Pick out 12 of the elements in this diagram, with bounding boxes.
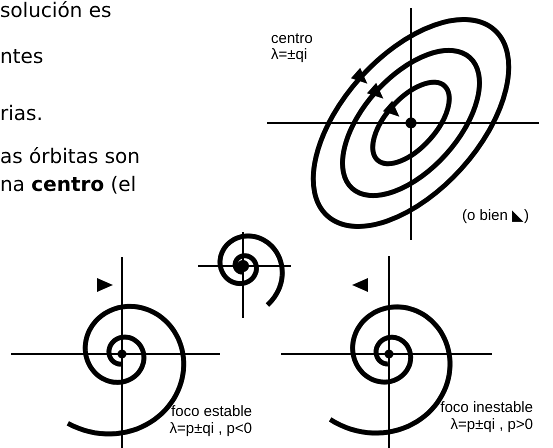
body-text: rias.	[0, 103, 43, 123]
portrait-label: centro	[271, 31, 313, 46]
eigenvalue-label: λ=±qi	[271, 47, 308, 62]
body-text: solución es	[0, 0, 112, 20]
portrait-label: foco estable	[171, 404, 252, 419]
eigenvalue-label: λ=p±qi , p>0	[450, 417, 533, 432]
note-text: (o bien ◣)	[462, 208, 530, 223]
eigenvalue-label: λ=p±qi , p<0	[170, 421, 252, 436]
body-text: ntes	[0, 46, 44, 66]
portrait-label: foco inestable	[440, 400, 533, 415]
body-text: as órbitas son	[0, 146, 140, 166]
body-text: na centro (el	[0, 174, 136, 194]
